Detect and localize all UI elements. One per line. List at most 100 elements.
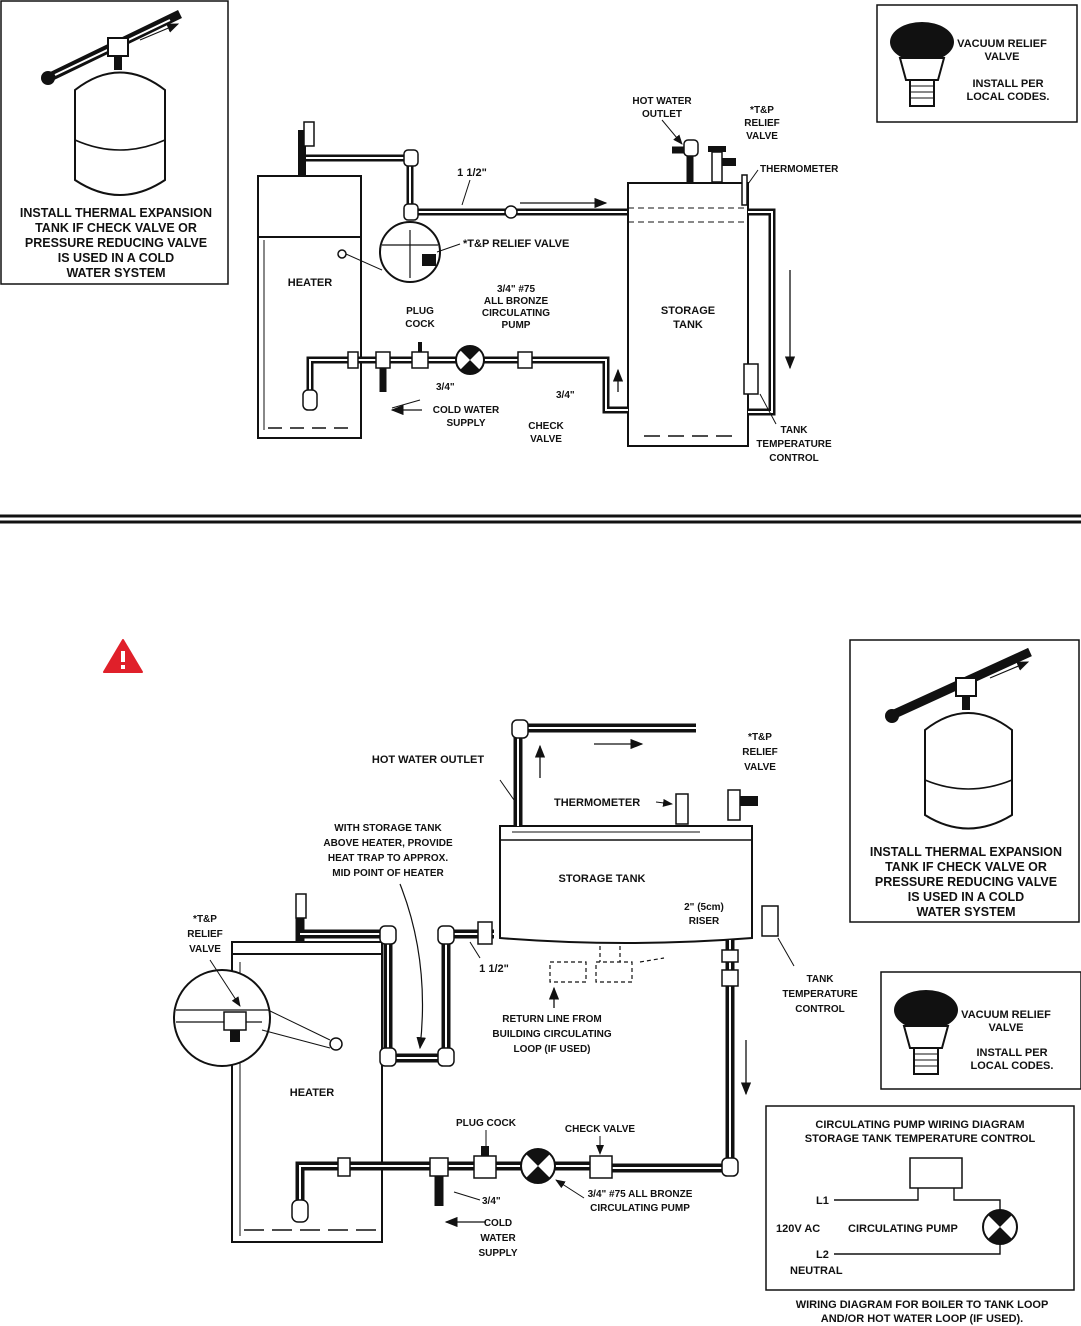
plug-cock-label: PLUG bbox=[406, 306, 434, 317]
vacuum-title: VACUUM RELIEF bbox=[961, 1009, 1051, 1021]
vacuum-note: LOCAL CODES. bbox=[971, 1060, 1054, 1072]
heater-label: HEATER bbox=[288, 277, 332, 289]
vacuum-title: VALVE bbox=[984, 51, 1019, 63]
return-line-label: RETURN LINE FROM bbox=[502, 1014, 601, 1025]
pump-icon bbox=[455, 345, 485, 375]
note-line: INSTALL THERMAL EXPANSION bbox=[870, 845, 1062, 859]
check-valve-label: CHECK VALVE bbox=[565, 1124, 636, 1135]
riser-label: 2" (5cm) bbox=[684, 902, 724, 913]
tp-relief-label: *T&P bbox=[193, 914, 217, 925]
plug-cock-label: COCK bbox=[405, 319, 435, 330]
tp-relief-label: *T&P bbox=[750, 105, 774, 116]
warning-icon bbox=[103, 639, 143, 673]
wiring-pump: CIRCULATING PUMP bbox=[848, 1223, 958, 1235]
return-line-dashed bbox=[548, 946, 665, 1008]
pump-icon bbox=[982, 1209, 1018, 1245]
cold-water-label: WATER bbox=[480, 1233, 516, 1244]
vacuum-title: VALVE bbox=[988, 1022, 1023, 1034]
riser-label: RISER bbox=[689, 916, 720, 927]
tp-relief-label: VALVE bbox=[744, 762, 776, 773]
tp-relief-label: VALVE bbox=[746, 131, 778, 142]
wiring-neutral: NEUTRAL bbox=[790, 1265, 843, 1277]
plug-cock-label: PLUG COCK bbox=[456, 1118, 517, 1129]
expansion-tank-icon bbox=[885, 647, 1032, 830]
pump-label: CIRCULATING bbox=[482, 308, 550, 319]
pipe-size-label: 1 1/2" bbox=[479, 963, 509, 975]
check-valve-label: VALVE bbox=[530, 434, 562, 445]
hot-water-outlet-label: HOT WATER bbox=[632, 96, 692, 107]
storage-tank-label: STORAGE bbox=[661, 305, 715, 317]
wiring-caption: WIRING DIAGRAM FOR BOILER TO TANK LOOP bbox=[796, 1299, 1049, 1311]
note-line: PRESSURE REDUCING VALVE bbox=[875, 875, 1057, 889]
expansion-tank-icon bbox=[41, 9, 182, 196]
check-valve-label: CHECK bbox=[528, 421, 564, 432]
pump-label: ALL BRONZE bbox=[484, 296, 549, 307]
cold-water-label: COLD WATER bbox=[433, 405, 500, 416]
tank-temp-label: TANK bbox=[780, 425, 808, 436]
note-line: INSTALL THERMAL EXPANSION bbox=[20, 206, 212, 220]
pump-icon bbox=[520, 1148, 556, 1184]
hot-water-outlet-label: HOT WATER OUTLET bbox=[372, 754, 485, 766]
wiring-title: STORAGE TANK TEMPERATURE CONTROL bbox=[805, 1133, 1036, 1145]
wiring-diagram-box: CIRCULATING PUMP WIRING DIAGRAM STORAGE … bbox=[765, 1105, 1075, 1291]
cold-water-label: SUPPLY bbox=[446, 418, 485, 429]
tp-relief-label: *T&P bbox=[748, 732, 772, 743]
pipe-size-label: 1 1/2" bbox=[457, 167, 487, 179]
vacuum-note: INSTALL PER bbox=[976, 1047, 1047, 1059]
tp-relief-inline: *T&P RELIEF VALVE bbox=[463, 238, 569, 250]
cold-water-label: COLD bbox=[484, 1218, 512, 1229]
tp-relief-label: RELIEF bbox=[742, 747, 778, 758]
tp-detail-bottom: *T&P RELIEF VALVE bbox=[173, 914, 331, 1067]
note-line: TANK IF CHECK VALVE OR bbox=[885, 860, 1047, 874]
size-label: 3/4" bbox=[482, 1196, 501, 1207]
pump-label: CIRCULATING PUMP bbox=[590, 1203, 690, 1214]
note-line: WATER SYSTEM bbox=[916, 905, 1015, 919]
tp-relief-label: RELIEF bbox=[744, 118, 780, 129]
wiring-title: CIRCULATING PUMP WIRING DIAGRAM bbox=[815, 1119, 1024, 1131]
tp-relief-label: VALVE bbox=[189, 944, 221, 955]
heat-trap-note: WITH STORAGE TANK bbox=[334, 823, 442, 834]
vacuum-relief-box-top: VACUUM RELIEF VALVE INSTALL PER LOCAL CO… bbox=[876, 4, 1078, 123]
return-line-label: LOOP (IF USED) bbox=[513, 1044, 590, 1055]
tp-relief-label: RELIEF bbox=[187, 929, 223, 940]
vacuum-note: INSTALL PER bbox=[972, 78, 1043, 90]
pump-label: 3/4" #75 bbox=[497, 284, 536, 295]
size-label: 3/4" bbox=[436, 382, 455, 393]
heat-trap-note: ABOVE HEATER, PROVIDE bbox=[323, 838, 453, 849]
hot-water-outlet-label: OUTLET bbox=[642, 109, 682, 120]
wiring-l1: L1 bbox=[816, 1195, 829, 1207]
expansion-tank-note-top: INSTALL THERMAL EXPANSION TANK IF CHECK … bbox=[20, 206, 212, 280]
pump-label: PUMP bbox=[502, 320, 531, 331]
section-divider bbox=[0, 514, 1081, 524]
note-line: TANK IF CHECK VALVE OR bbox=[35, 221, 197, 235]
cold-water-label: SUPPLY bbox=[478, 1248, 517, 1259]
storage-tank-label: STORAGE TANK bbox=[559, 873, 646, 885]
note-line: IS USED IN A COLD bbox=[58, 251, 174, 265]
vacuum-relief-valve-icon bbox=[894, 990, 958, 1075]
tank-temp-label: CONTROL bbox=[769, 453, 818, 464]
heat-trap-note: HEAT TRAP TO APPROX. bbox=[328, 853, 448, 864]
expansion-tank-box-bottom: INSTALL THERMAL EXPANSION TANK IF CHECK … bbox=[849, 639, 1080, 923]
note-line: WATER SYSTEM bbox=[66, 266, 165, 280]
wiring-l2: L2 bbox=[816, 1249, 829, 1261]
size-label: 3/4" bbox=[556, 390, 575, 401]
expansion-tank-box-top: INSTALL THERMAL EXPANSION TANK IF CHECK … bbox=[0, 0, 229, 285]
thermometer-label: THERMOMETER bbox=[554, 797, 640, 809]
wiring-voltage: 120V AC bbox=[776, 1223, 820, 1235]
vacuum-relief-valve-icon bbox=[890, 22, 954, 107]
vacuum-relief-box-bottom: VACUUM RELIEF VALVE INSTALL PER LOCAL CO… bbox=[880, 971, 1081, 1090]
tank-temp-label: TANK bbox=[806, 974, 834, 985]
tank-temp-label: TEMPERATURE bbox=[756, 439, 832, 450]
thermometer-label: THERMOMETER bbox=[760, 164, 839, 175]
storage-tank-label: TANK bbox=[673, 319, 703, 331]
storage-tank-top: STORAGE TANK bbox=[627, 182, 749, 447]
note-line: IS USED IN A COLD bbox=[908, 890, 1024, 904]
heat-trap-note: MID POINT OF HEATER bbox=[332, 868, 444, 879]
vacuum-title: VACUUM RELIEF bbox=[957, 38, 1047, 50]
vacuum-note: LOCAL CODES. bbox=[967, 91, 1050, 103]
return-line-label: BUILDING CIRCULATING bbox=[492, 1029, 611, 1040]
wiring-caption: AND/OR HOT WATER LOOP (IF USED). bbox=[821, 1313, 1023, 1325]
storage-tank-bottom: STORAGE TANK bbox=[499, 825, 753, 944]
tank-temp-label: CONTROL bbox=[795, 1004, 844, 1015]
